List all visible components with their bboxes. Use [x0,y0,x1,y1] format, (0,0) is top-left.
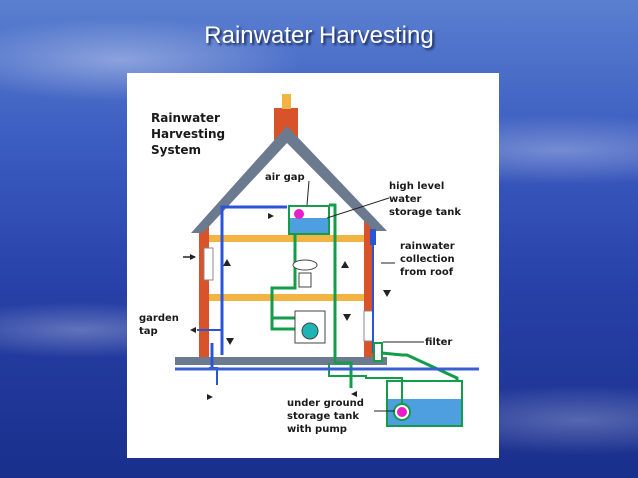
upper-floor [209,235,364,242]
underground-label: under ground storage tank with pump [287,398,367,435]
mains-pipe-attic [220,205,287,233]
chimney-pot [282,94,291,109]
down-arrow-1 [343,314,351,321]
mains-in-arrow [207,394,213,400]
high-tank-leader [326,197,390,219]
middle-floor [209,294,364,301]
slide-title: Rainwater Harvesting [204,22,434,49]
air-gap-marker [294,209,304,219]
toilet-feed-pipe [270,234,297,320]
up-arrow-2 [341,261,349,268]
left-window [203,247,214,281]
downpipe-arrow [383,290,391,297]
pump-marker [397,407,407,417]
gutter [370,229,376,245]
washer-feed-pipe [270,318,297,331]
up-arrow-1 [223,259,231,266]
air-gap-leader [306,180,310,206]
high-tank-label: high level water storage tank [389,181,461,218]
pump-riser [365,377,403,404]
high-tank-water [290,218,328,233]
right-wall [364,221,374,362]
garden-tap-label: garden tap [139,313,182,337]
rainwater-diagram: Rainwater Harvesting System air gap high… [139,94,479,435]
air-gap-label: air gap [265,172,305,183]
diagram-panel: Rainwater Harvesting System air gap high… [127,73,499,458]
down-arrow-2 [226,338,234,345]
window-arrow-head [190,254,196,260]
pump-out-arrow [351,391,357,397]
filter-box [373,342,383,362]
pump-return-pipe [328,363,367,377]
mains-pipe-entry [209,367,218,385]
supply-pipe [329,203,353,388]
roof [191,126,387,233]
right-window [363,310,374,342]
diagram-title: Rainwater Harvesting System [151,111,229,157]
garden-tap-arrow [190,327,196,333]
collection-label: rainwater collection from roof [400,241,458,278]
washing-machine-door [301,322,319,340]
left-wall [199,225,209,362]
toilet [292,259,318,271]
ground-floor [175,357,387,365]
filter-label: filter [425,337,452,348]
mains-flow-arrow [268,213,274,219]
toilet-base [298,272,312,288]
